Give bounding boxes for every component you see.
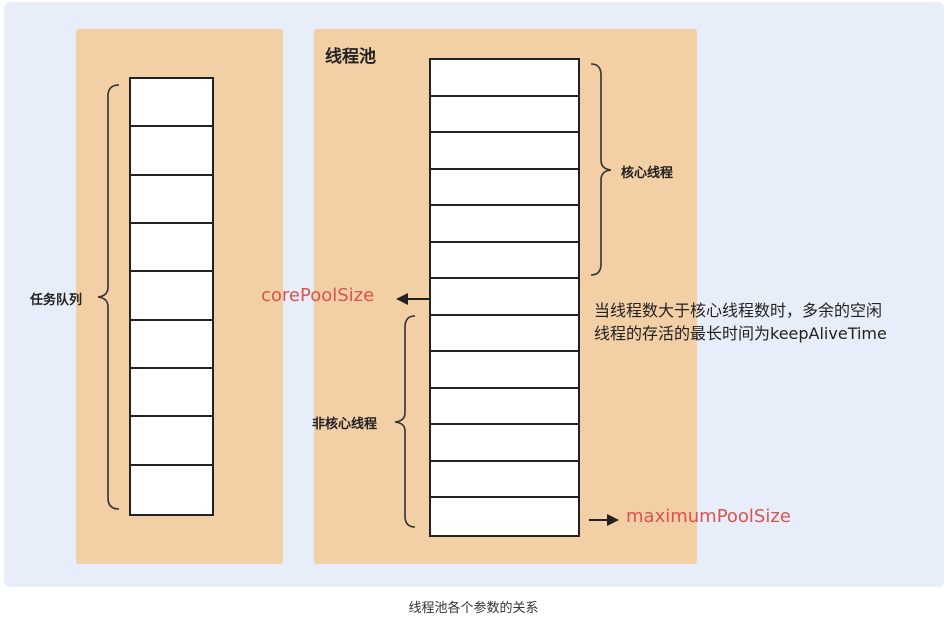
task-queue-brace <box>97 84 120 510</box>
maximum-pool-size-label: maximumPoolSize <box>626 506 791 527</box>
thread-pool-stack <box>429 58 580 537</box>
core-pool-size-arrow <box>396 293 429 305</box>
thread-slot-8 <box>431 316 578 353</box>
queue-slot-2 <box>131 127 212 176</box>
figure-caption: 线程池各个参数的关系 <box>408 601 539 616</box>
thread-slot-9 <box>431 352 578 389</box>
non-core-threads-label: 非核心线程 <box>312 417 378 432</box>
queue-slot-1 <box>131 79 212 128</box>
task-queue-stack <box>129 77 214 516</box>
pool-title: 线程池 <box>325 47 376 67</box>
thread-slot-12 <box>431 462 578 499</box>
maximum-pool-size-arrow <box>589 514 619 526</box>
keep-alive-note-line-1: 当线程数大于核心线程数时，多余的空闲 <box>594 301 883 320</box>
core-threads-label: 核心线程 <box>621 166 674 181</box>
queue-slot-4 <box>131 224 212 273</box>
thread-slot-11 <box>431 425 578 462</box>
thread-slot-3 <box>431 133 578 170</box>
thread-slot-2 <box>431 97 578 134</box>
thread-slot-6 <box>431 243 578 280</box>
queue-slot-3 <box>131 176 212 224</box>
queue-slot-5 <box>131 272 212 321</box>
core-threads-brace <box>590 63 612 276</box>
thread-slot-4 <box>431 170 578 207</box>
non-core-threads-brace <box>394 315 416 528</box>
queue-slot-7 <box>131 369 212 418</box>
queue-slot-8 <box>131 417 212 466</box>
thread-slot-7 <box>431 279 578 316</box>
task-queue-label: 任务队列 <box>30 293 83 308</box>
keep-alive-note-line-2: 线程的存活的最长时间为keepAliveTime <box>594 324 887 343</box>
thread-slot-5 <box>431 206 578 243</box>
queue-slot-6 <box>131 321 212 369</box>
core-pool-size-label: corePoolSize <box>261 285 375 306</box>
thread-slot-1 <box>431 60 578 97</box>
thread-slot-10 <box>431 389 578 426</box>
